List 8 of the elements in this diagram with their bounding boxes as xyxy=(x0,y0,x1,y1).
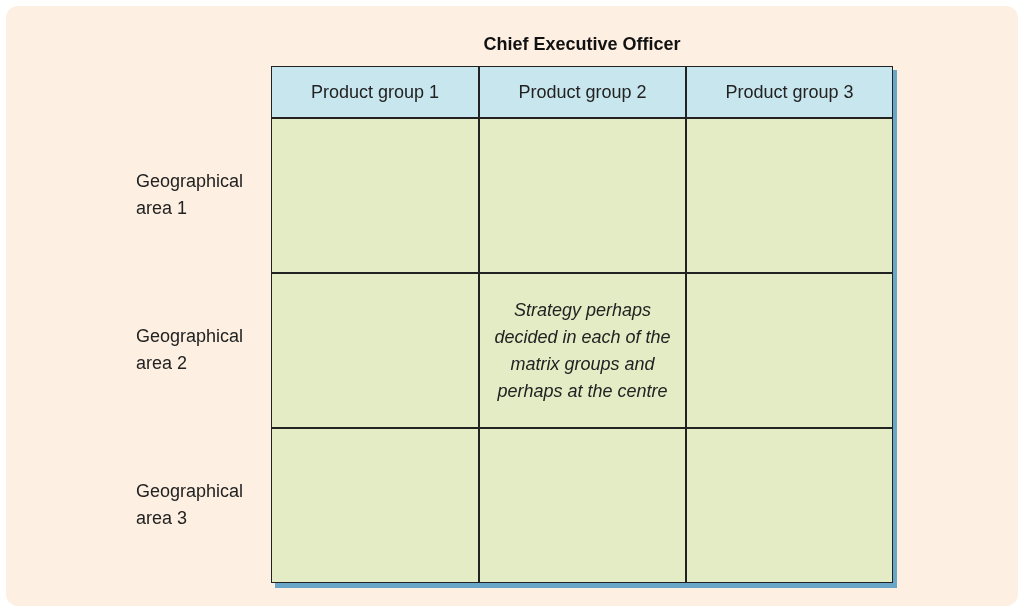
row-label: Geographical area 1 xyxy=(136,169,245,220)
matrix-cell: Strategy perhaps decided in each of the matrix groups and perhaps at the centre xyxy=(479,273,686,428)
row-label: Geographical area 2 xyxy=(136,324,245,375)
header-cell: Product group 1 xyxy=(271,66,479,118)
header-cell: Product group 2 xyxy=(479,66,686,118)
header-cell: Product group 3 xyxy=(686,66,893,118)
chart-title: Chief Executive Officer xyxy=(482,34,682,55)
row-label: Geographical area 3 xyxy=(136,479,245,530)
